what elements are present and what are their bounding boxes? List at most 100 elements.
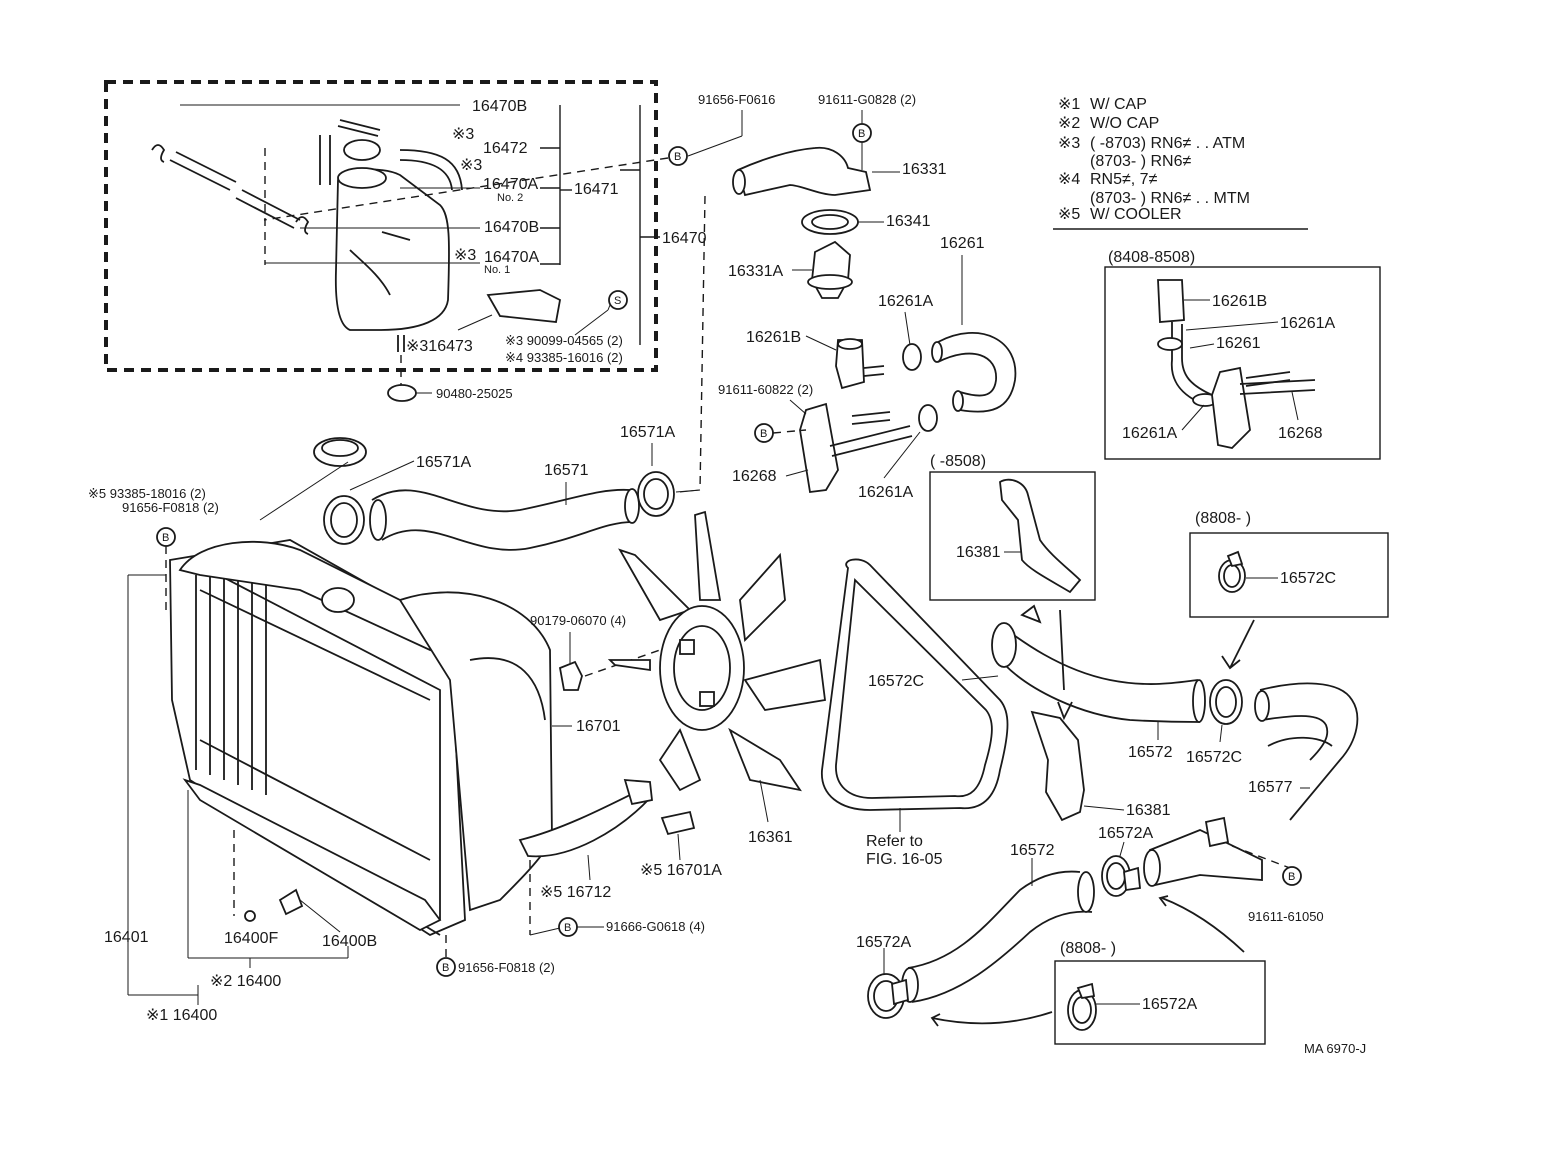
- label-16331A: 16331A: [728, 263, 783, 280]
- hose-16572-upper: [999, 624, 1199, 685]
- inset3-arrow: [1221, 619, 1255, 670]
- clamp-16261A-a: [902, 343, 922, 371]
- bypass-hose-16261: [937, 332, 1017, 413]
- radiator-cap: [313, 437, 367, 467]
- v-belt: [821, 558, 1009, 811]
- label-16261A-a: 16261A: [878, 293, 933, 310]
- label-16361: 16361: [748, 829, 793, 846]
- inset1-label-16261B: 16261B: [1212, 293, 1267, 310]
- label-91656-F0616: 91656-F0616: [698, 92, 775, 107]
- hose-clip-icon-2: [295, 216, 310, 235]
- label-16471: 16471: [574, 181, 619, 198]
- fan-hub-16361: [659, 605, 745, 731]
- label-90480-25025: 90480-25025: [436, 386, 513, 401]
- label-91656-F0818-a: 91656-F0818 (2): [122, 500, 219, 515]
- inset1-label-16261: 16261: [1216, 335, 1261, 352]
- fan-shroud-16701: [398, 591, 553, 912]
- inset1-label-16268: 16268: [1278, 425, 1323, 442]
- diagram-code: MA 6970-J: [1304, 1041, 1366, 1056]
- label-16473: ※316473: [406, 338, 473, 355]
- bracket-16473: [486, 289, 562, 323]
- label-no2: No. 2: [497, 192, 523, 204]
- label-16577: 16577: [1248, 779, 1293, 796]
- label-16400-w-cap: ※1 16400: [146, 1007, 217, 1024]
- notes-block: ※1 W/ CAP ※2 W/O CAP ※3 ( -8703) RN6≠ . …: [1053, 96, 1308, 230]
- label-mark3-c: ※3: [454, 247, 476, 264]
- label-91611-61050: 91611-61050: [1248, 909, 1324, 924]
- upper-radiator-hose-16571: [371, 488, 631, 513]
- radiator-group: ※5 93385-18016 (2) 91656-F0818 (2) B 167…: [88, 437, 722, 1024]
- radiator-fins: [195, 564, 267, 795]
- water-pipe: [1149, 829, 1263, 887]
- b-mark-icon-6: [436, 957, 456, 977]
- note-7-mark: ※5: [1058, 206, 1080, 223]
- clip-16701A: [660, 810, 696, 836]
- b-mark-icon: [668, 146, 688, 166]
- clamp-16572C-b: [1209, 679, 1243, 725]
- s-mark-letter: S: [614, 295, 621, 307]
- label-91656-F0818-b: 91656-F0818 (2): [458, 960, 555, 975]
- inset-8508: ( -8508) 16381: [929, 453, 1096, 601]
- note-6-text: (8703- ) RN6≠ . . MTM: [1090, 190, 1250, 207]
- inset2-box: [929, 471, 1096, 601]
- note-1-text: W/ CAP: [1090, 96, 1147, 113]
- svg-text:B: B: [760, 428, 767, 440]
- inset1-flange: [1211, 366, 1251, 449]
- plug-90480: [387, 384, 417, 402]
- inset3-label-16572C: 16572C: [1280, 570, 1336, 587]
- clamp-16261A-b: [918, 404, 938, 432]
- svg-text:B: B: [1288, 871, 1295, 883]
- nut-90179: [558, 660, 583, 691]
- label-16572A-a: 16572A: [1098, 825, 1153, 842]
- radiator-core-16401: [169, 539, 466, 937]
- note-4-text: (8703- ) RN6≠: [1090, 153, 1191, 170]
- drain-cock-16400B: [278, 888, 304, 916]
- fan-blade-7: [607, 659, 651, 672]
- inset3-title: (8808- ): [1195, 510, 1251, 527]
- reservoir-group: 16470B 16472 ※3 ※3 16470A No. 2 16471 16…: [104, 80, 707, 402]
- inset4-title: (8808- ): [1060, 940, 1116, 957]
- label-16470A-top: 16470A: [483, 176, 538, 193]
- label-no1: No. 1: [484, 264, 510, 276]
- inset-8808-16572A: (8808- ) 16572A: [1054, 940, 1266, 1045]
- note-5-text: RN5≠, 7≠: [1090, 171, 1158, 188]
- label-16400F: 16400F: [224, 930, 278, 947]
- label-16712: ※5 16712: [540, 884, 611, 901]
- inset4-box: [1054, 960, 1266, 1045]
- reservoir-overflow-hose: [399, 149, 463, 191]
- label-91611-G0828: 91611-G0828 (2): [818, 92, 916, 107]
- label-16701A: ※5 16701A: [640, 862, 722, 879]
- label-16381: 16381: [1126, 802, 1171, 819]
- reservoir-pipe: [319, 135, 331, 185]
- label-16400B: 16400B: [322, 933, 377, 950]
- label-16261B: 16261B: [746, 329, 801, 346]
- label-16572A-b: 16572A: [856, 934, 911, 951]
- label-93385-18016: ※5 93385-18016 (2): [88, 486, 206, 501]
- note-5-mark: ※4: [1058, 171, 1080, 188]
- label-fig-16-05: FIG. 16-05: [866, 851, 943, 868]
- hose-clip-icon: [151, 144, 166, 163]
- svg-text:B: B: [564, 922, 571, 934]
- fan-blade-6: [618, 548, 692, 622]
- label-16470B-top: 16470B: [472, 98, 527, 115]
- belt-group: 16572C Refer to FIG. 16-05: [821, 558, 1009, 868]
- label-90179-06070: 90179-06070 (4): [530, 613, 626, 628]
- label-91611-60822: 91611-60822 (2): [718, 382, 813, 397]
- label-16572C-b: 16572C: [1186, 749, 1242, 766]
- note-7-text: W/ COOLER: [1090, 206, 1182, 223]
- svg-text:B: B: [162, 532, 169, 544]
- inset1-label-16261A-b: 16261A: [1122, 425, 1177, 442]
- svg-text:B: B: [858, 128, 865, 140]
- inset4-arrow-b: [930, 1011, 1053, 1027]
- svg-text:B: B: [674, 151, 681, 163]
- label-90099-04565: ※3 90099-04565 (2): [505, 333, 623, 348]
- lower-hose-group: 16572 16572C 16577 16381 B 91611-61050 1…: [856, 604, 1359, 1027]
- water-outlet-16331: [736, 146, 872, 197]
- pipe-flange-16268: [799, 402, 839, 494]
- fan-blade-5: [658, 728, 702, 792]
- bracket-arrow: [1057, 609, 1073, 721]
- pipe-16268: [829, 425, 913, 457]
- fan-blade-3: [743, 658, 827, 711]
- s-mark-icon: [608, 290, 628, 310]
